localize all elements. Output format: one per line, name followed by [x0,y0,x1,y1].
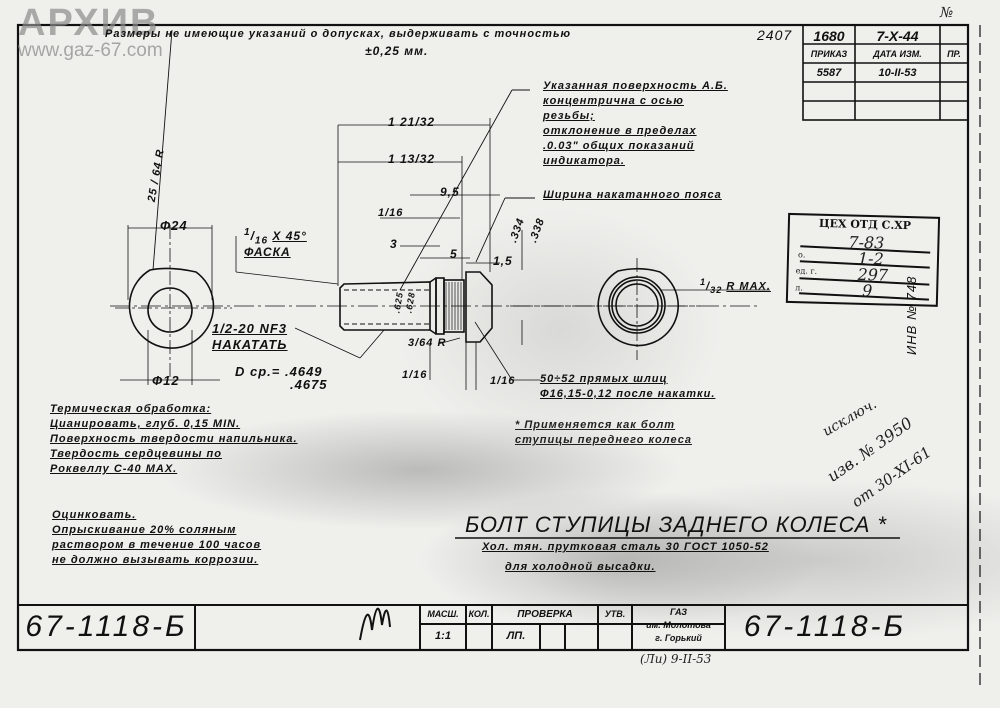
dim-total-length: 1 21/32 [388,115,436,129]
dim-3-64-r: 3/64 R [408,337,447,349]
inventory-number: ИНВ № 748 [904,275,919,355]
chamfer-note: 1/16 X 45°ФАСКА [244,227,307,260]
material-purpose: для холодной высадки. [505,561,656,573]
dim-phi12: Ф12 [152,373,180,388]
corner-mark: № [940,5,954,21]
watermark-title: АРХИВ [18,2,160,44]
dim-5: 5 [450,247,458,261]
rev-cell: 10-II-53 [878,67,917,79]
part-number: 67-1118-Б [743,610,907,643]
signature [359,607,391,641]
dim-1-16: 1/16 [378,207,404,219]
heat-treatment-note: Термическая обработка:Цианировать, глуб.… [50,403,298,475]
dim-1-5: 1,5 [493,254,513,268]
dim-body-length: 1 13/32 [388,152,436,166]
rev-header-order: ПРИКАЗ [810,49,848,59]
dim-9-5: 9,5 [440,185,460,199]
left-end-view [115,29,232,385]
check-value: ЛП. [506,630,526,642]
dim-1-16-c: 1/16 [490,375,516,387]
dim-phi24: Ф24 [160,218,188,233]
right-end-view [510,258,770,360]
header-qty: КОЛ. [468,609,490,619]
tolerance-value: ±0,25 мм. [365,44,429,58]
scale-value: 1:1 [435,630,451,642]
header-approved: УТВ. [604,609,626,619]
dim-3: 3 [390,237,398,251]
knurl-width-note: Ширина накатанного пояса [543,189,722,201]
rev-cell: 5587 [816,67,842,79]
rev-header-pr: ПР. [947,49,961,59]
part-title: БОЛТ СТУПИЦЫ ЗАДНЕГО КОЛЕСА * [465,512,888,537]
stamp-frame [785,212,941,307]
dim-1-16-b: 1/16 [402,369,428,381]
radius-max-note: 1/32 R MAX. [700,277,771,295]
pitch-diameter: D ср.= .4649.4675 [235,364,328,392]
bolt-side-view [110,89,760,390]
rev-header-date: ДАТА ИЗМ. [873,49,922,59]
part-number-left: 67-1118-Б [25,610,188,643]
tolerance-note: Размеры не имеющие указаний о допусках, … [105,28,571,40]
header-scale: МАСШ. [427,609,459,619]
watermark-url: www.gaz-67.com [18,40,163,61]
revision-table-grid [802,24,969,121]
rev-cell: 7-X-44 [876,28,919,44]
title-block-grid [18,604,968,650]
header-check: ПРОВЕРКА [517,609,573,620]
below-block-note: (Ли) 9-II-53 [640,652,712,666]
material-spec: Хол. тян. прутковая сталь 30 ГОСТ 1050-5… [482,541,769,553]
rev-cell: 1680 [813,28,845,44]
concentricity-note: Указанная поверхность А.Б.концентрична с… [543,80,728,167]
side-number: 2407 [757,27,793,43]
